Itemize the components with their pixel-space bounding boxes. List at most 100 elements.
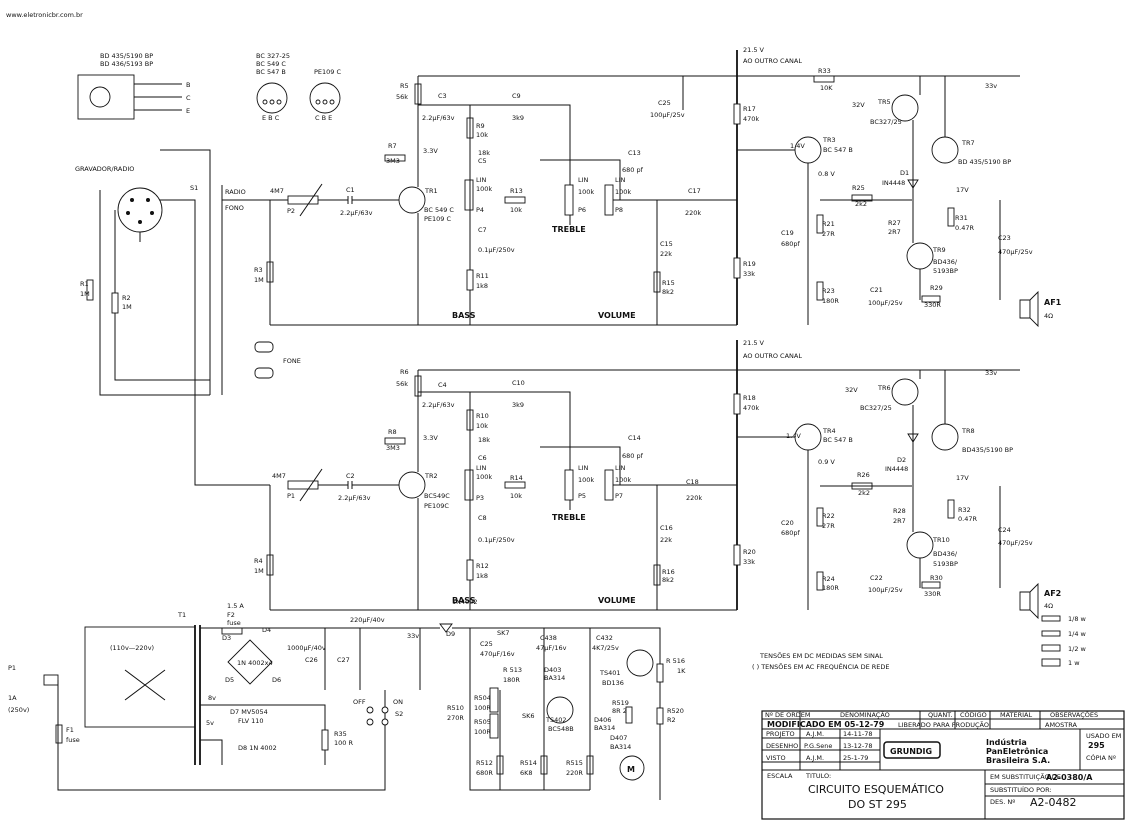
svg-text:OBSERVAÇÕES: OBSERVAÇÕES [1050, 710, 1098, 719]
svg-text:R3: R3 [254, 266, 263, 274]
svg-text:(250v): (250v) [8, 706, 29, 714]
svg-text:4M7: 4M7 [270, 187, 284, 195]
svg-text:100R: 100R [474, 728, 491, 736]
svg-text:C16: C16 [660, 524, 673, 532]
svg-text:1/2 w: 1/2 w [1068, 645, 1087, 653]
svg-text:C6: C6 [478, 454, 487, 462]
svg-text:R15: R15 [662, 279, 675, 287]
svg-text:C26: C26 [305, 656, 318, 664]
motor-control: 1N4002 D9 C25 470µF/16v SK7 C438 47µF/16… [439, 598, 686, 800]
svg-text:1 w: 1 w [1068, 659, 1080, 667]
svg-text:C24: C24 [998, 526, 1011, 534]
svg-text:R13: R13 [510, 187, 523, 195]
svg-text:D8 1N 4002: D8 1N 4002 [238, 744, 277, 752]
svg-text:220k: 220k [686, 494, 702, 502]
svg-text:LIN: LIN [578, 464, 589, 472]
svg-text:T1: T1 [177, 611, 186, 619]
svg-text:BD136: BD136 [602, 679, 624, 687]
svg-text:180R: 180R [822, 584, 839, 592]
svg-text:R32: R32 [958, 506, 971, 514]
svg-text:R33: R33 [818, 67, 831, 75]
svg-text:R2: R2 [122, 294, 131, 302]
svg-text:1M: 1M [122, 303, 132, 311]
svg-text:R22: R22 [822, 512, 835, 520]
svg-text:R7: R7 [388, 142, 397, 150]
svg-text:R30: R30 [930, 574, 943, 582]
svg-text:M: M [627, 765, 635, 774]
svg-text:D403: D403 [544, 666, 561, 674]
svg-text:C5: C5 [478, 157, 487, 165]
svg-text:LIBERADO PARA PRODUÇÃO:: LIBERADO PARA PRODUÇÃO: [898, 720, 991, 729]
svg-text:DES. Nº: DES. Nº [990, 798, 1015, 806]
svg-text:C25: C25 [658, 99, 671, 107]
svg-text:CIRCUITO ESQUEMÁTICO: CIRCUITO ESQUEMÁTICO [808, 783, 944, 796]
svg-text:33v: 33v [985, 82, 997, 90]
svg-text:R12: R12 [476, 562, 489, 570]
svg-text:DENOMINAÇÃO: DENOMINAÇÃO [840, 710, 890, 719]
svg-text:4Ω: 4Ω [1044, 312, 1053, 320]
svg-text:32V: 32V [852, 101, 865, 109]
svg-text:P3: P3 [476, 494, 484, 502]
svg-text:LIN: LIN [476, 176, 487, 184]
svg-text:BD 435/5190 BP: BD 435/5190 BP [100, 52, 153, 60]
svg-text:OFF: OFF [353, 698, 366, 706]
svg-text:C15: C15 [660, 240, 673, 248]
svg-text:D1: D1 [900, 169, 909, 177]
svg-text:10k: 10k [510, 206, 522, 214]
svg-text:1M: 1M [254, 276, 264, 284]
svg-text:PE109 C: PE109 C [314, 68, 341, 76]
svg-text:A2-0482: A2-0482 [1030, 796, 1077, 809]
svg-text:5193BP: 5193BP [933, 267, 958, 275]
svg-text:4M7: 4M7 [272, 472, 286, 480]
svg-text:R505: R505 [474, 718, 491, 726]
svg-text:TR5: TR5 [877, 98, 891, 106]
svg-text:295: 295 [1088, 741, 1105, 750]
svg-text:A.J.M.: A.J.M. [806, 754, 824, 762]
svg-text:IN4448: IN4448 [882, 179, 905, 187]
svg-text:R14: R14 [510, 474, 523, 482]
dc-note: TENSÕES EM DC MEDIDAS SEM SINAL [759, 651, 883, 660]
channel-2: R6 56k R8 3M3 3.3V R4 1M 4M7 P1 C2 2.2µF… [254, 368, 1061, 620]
svg-text:R24: R24 [822, 575, 835, 583]
package-legend: BD 435/5190 BP BD 436/5193 BP B C E BC 3… [77, 52, 341, 122]
svg-text:D407: D407 [610, 734, 627, 742]
power-supply: P1 1A (250v) F1 fuse T1 (110v—220v) 1.5 … [8, 602, 440, 791]
title-block: Nº DE ORDEM DENOMINAÇÃO QUANT. CÓDIGO MA… [761, 710, 1125, 820]
svg-text:P1: P1 [287, 492, 295, 500]
svg-text:100k: 100k [615, 476, 631, 484]
svg-text:100k: 100k [476, 185, 492, 193]
svg-text:5v: 5v [206, 719, 214, 727]
svg-text:180R: 180R [822, 297, 839, 305]
svg-text:PanEletrônica: PanEletrônica [986, 746, 1048, 756]
svg-text:Indústria: Indústria [986, 738, 1027, 747]
svg-text:R514: R514 [520, 759, 537, 767]
svg-text:TR3: TR3 [822, 136, 836, 144]
svg-text:BC 547 B: BC 547 B [823, 436, 853, 444]
svg-text:13-12-78: 13-12-78 [843, 742, 873, 750]
svg-text:100 R: 100 R [334, 739, 353, 747]
svg-text:P4: P4 [476, 206, 484, 214]
svg-text:TS401: TS401 [599, 669, 621, 677]
svg-text:100µF/25v: 100µF/25v [868, 299, 903, 307]
svg-text:PE109C: PE109C [424, 502, 449, 510]
svg-text:0.47R: 0.47R [955, 224, 974, 232]
svg-text:LIN: LIN [615, 464, 626, 472]
svg-text:AO OUTRO CANAL: AO OUTRO CANAL [743, 57, 802, 65]
svg-text:C: C [186, 94, 191, 102]
svg-text:C10: C10 [512, 379, 525, 387]
svg-text:R35: R35 [334, 730, 347, 738]
svg-text:AO OUTRO CANAL: AO OUTRO CANAL [743, 352, 802, 360]
svg-text:BA314: BA314 [610, 743, 631, 751]
svg-text:FLV 110: FLV 110 [238, 717, 264, 725]
svg-text:1N4002: 1N4002 [452, 598, 478, 606]
svg-text:C3: C3 [438, 92, 447, 100]
svg-text:0.1µF/250v: 0.1µF/250v [478, 536, 515, 544]
svg-text:470k: 470k [743, 115, 759, 123]
svg-text:BA314: BA314 [594, 724, 615, 732]
svg-text:C17: C17 [688, 187, 701, 195]
svg-text:SUBSTITUÍDO POR:: SUBSTITUÍDO POR: [990, 785, 1052, 794]
svg-text:R2: R2 [667, 716, 676, 724]
svg-text:680pf: 680pf [781, 529, 801, 537]
svg-text:25-1-79: 25-1-79 [843, 754, 868, 762]
svg-text:270R: 270R [447, 714, 464, 722]
